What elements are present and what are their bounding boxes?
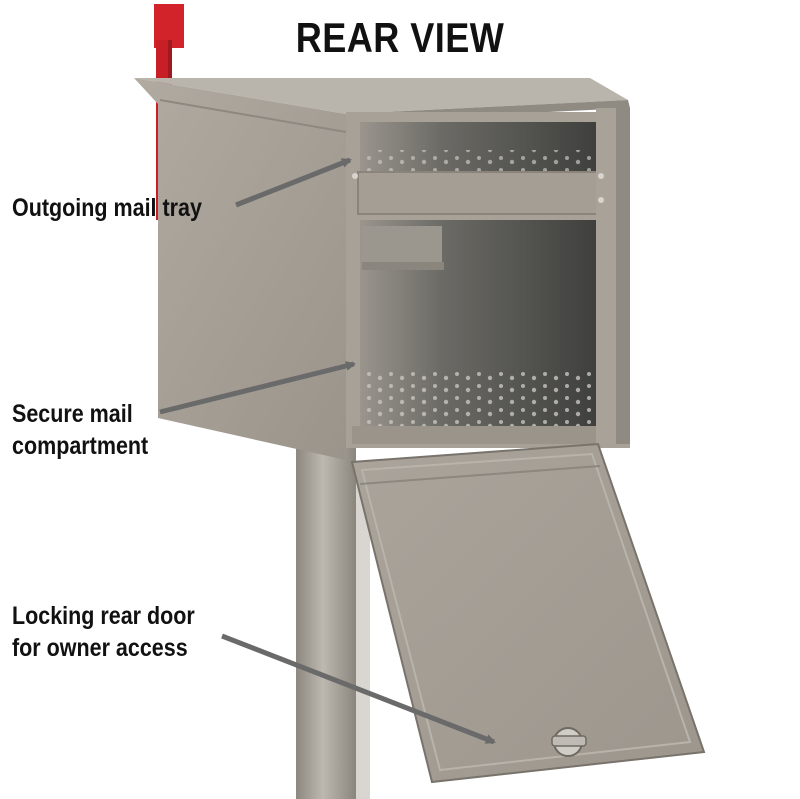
mailbox-lid [134, 78, 628, 114]
page-title: REAR VIEW [295, 14, 505, 61]
callout-outgoing-mail-tray: Outgoing mail tray [12, 192, 202, 224]
callout-line: Outgoing mail tray [12, 194, 202, 222]
compartment-floor [360, 372, 596, 426]
outgoing-tray-lip [357, 171, 599, 215]
mailbox-post [296, 440, 356, 799]
mailbox-side [134, 78, 346, 460]
callout-line: compartment [12, 432, 149, 460]
callout-locking-rear-door: Locking rear door for owner access [12, 600, 195, 664]
arrow-compartment [159, 361, 356, 415]
callout-line: Locking rear door [12, 602, 195, 630]
callout-secure-mail-compartment: Secure mail compartment [12, 398, 148, 462]
arrow-tray [235, 157, 352, 208]
rear-door [350, 442, 706, 784]
door-lock [551, 727, 587, 757]
callout-line: Secure mail [12, 400, 133, 428]
arrow-door [221, 633, 496, 745]
post-shadow [356, 470, 370, 799]
callout-line: for owner access [12, 634, 188, 662]
rear-door-inner-edge [360, 452, 692, 772]
